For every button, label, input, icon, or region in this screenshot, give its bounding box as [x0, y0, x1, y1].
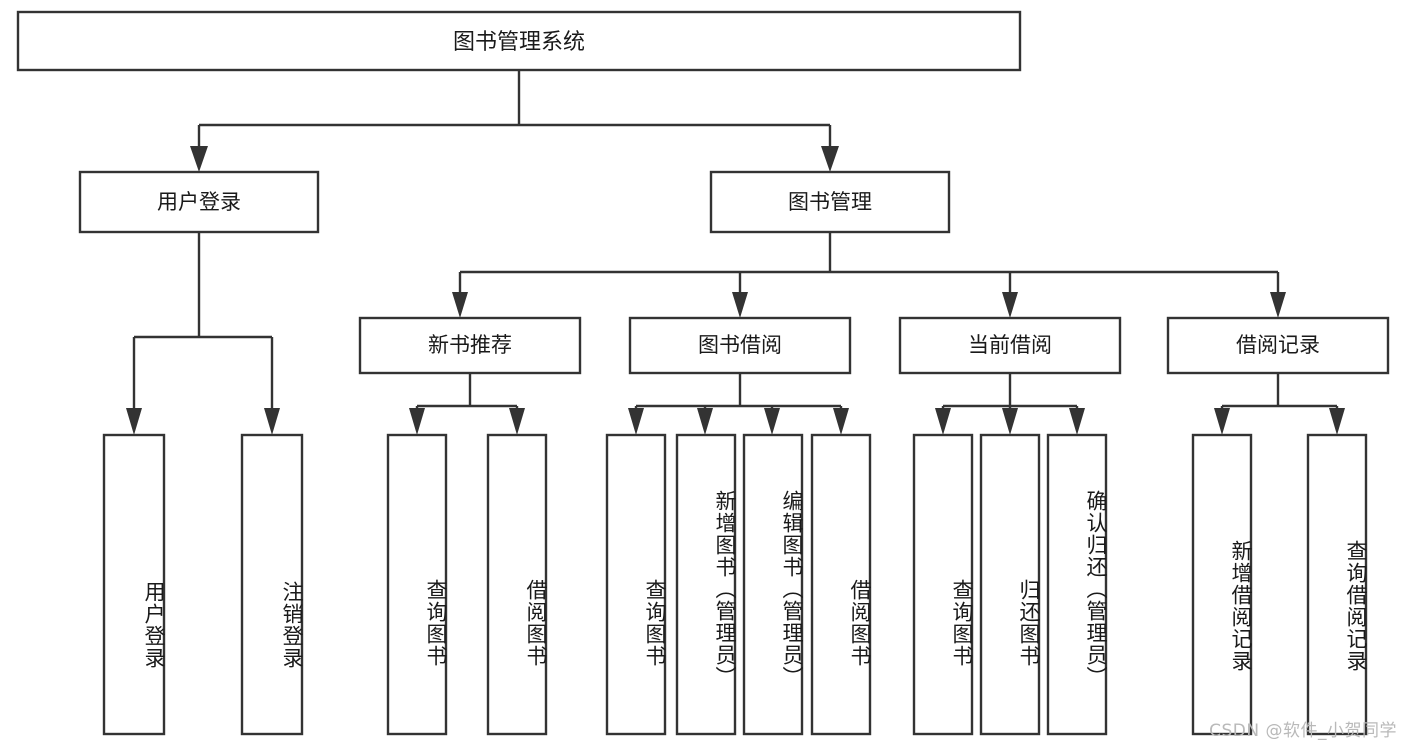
node-leaf-borrow-book-2-box[interactable] — [810, 433, 872, 736]
node-user-login-label: 用户登录 — [157, 190, 241, 214]
node-leaf-query-record-box[interactable] — [1306, 433, 1368, 736]
arrowhead-leaf-confirm-return — [1069, 408, 1085, 435]
arrowhead-leaf-query-book-1 — [409, 408, 425, 435]
node-new-book-recommend[interactable]: 新书推荐 — [358, 316, 582, 375]
node-root-box[interactable] — [16, 10, 1022, 72]
leaf-boxes-group — [102, 433, 1368, 736]
node-leaf-borrow-book-1-box[interactable] — [486, 433, 548, 736]
node-user-login-box[interactable] — [78, 170, 320, 234]
arrowhead-leaf-query-book-3 — [935, 408, 951, 435]
node-leaf-query-book-3-box[interactable] — [912, 433, 974, 736]
node-leaf-user-logout-box[interactable] — [240, 433, 304, 736]
arrowhead-book-borrow — [732, 292, 748, 318]
arrowhead-leaf-borrow-book-1 — [509, 408, 525, 435]
node-borrow-record-box[interactable] — [1166, 316, 1390, 375]
node-leaf-add-book-box[interactable] — [675, 433, 737, 736]
node-book-manage[interactable]: 图书管理 — [709, 170, 951, 234]
arrowhead-book-manage — [821, 146, 839, 172]
arrowhead-leaf-query-book-2 — [628, 408, 644, 435]
node-book-manage-box[interactable] — [709, 170, 951, 234]
csdn-watermark: CSDN @软件_小贺同学 — [1209, 721, 1397, 741]
node-book-borrow-box[interactable] — [628, 316, 852, 375]
connectors-group — [126, 70, 1345, 435]
node-current-borrow-label: 当前借阅 — [968, 333, 1052, 357]
node-leaf-add-record-box[interactable] — [1191, 433, 1253, 736]
node-borrow-record-label: 借阅记录 — [1236, 333, 1320, 357]
node-new-book-recommend-box[interactable] — [358, 316, 582, 375]
node-book-borrow[interactable]: 图书借阅 — [628, 316, 852, 375]
arrowhead-leaf-user-logout — [264, 408, 280, 435]
arrowhead-new-book-recommend — [452, 292, 468, 318]
node-book-manage-label: 图书管理 — [788, 190, 872, 214]
node-leaf-query-book-2-box[interactable] — [605, 433, 667, 736]
arrowhead-user-login — [190, 146, 208, 172]
arrowhead-leaf-return-book — [1002, 408, 1018, 435]
arrowhead-leaf-add-record — [1214, 408, 1230, 435]
node-current-borrow[interactable]: 当前借阅 — [898, 316, 1122, 375]
node-leaf-query-book-1-box[interactable] — [386, 433, 448, 736]
node-root[interactable]: 图书管理系统 — [16, 10, 1022, 72]
node-current-borrow-box[interactable] — [898, 316, 1122, 375]
arrowhead-leaf-user-login — [126, 408, 142, 435]
arrowhead-leaf-edit-book — [764, 408, 780, 435]
node-new-book-recommend-label: 新书推荐 — [428, 333, 512, 357]
node-leaf-edit-book-box[interactable] — [742, 433, 804, 736]
arrowhead-leaf-query-record — [1329, 408, 1345, 435]
arrowhead-leaf-add-book — [697, 408, 713, 435]
node-root-label: 图书管理系统 — [453, 30, 585, 55]
node-borrow-record[interactable]: 借阅记录 — [1166, 316, 1390, 375]
node-user-login[interactable]: 用户登录 — [78, 170, 320, 234]
arrowhead-borrow-record — [1270, 292, 1286, 318]
arrowhead-leaf-borrow-book-2 — [833, 408, 849, 435]
node-leaf-return-book-box[interactable] — [979, 433, 1041, 736]
node-leaf-user-login-box[interactable] — [102, 433, 166, 736]
node-book-borrow-label: 图书借阅 — [698, 333, 782, 357]
node-leaf-confirm-return-box[interactable] — [1046, 433, 1108, 736]
arrowhead-current-borrow — [1002, 292, 1018, 318]
